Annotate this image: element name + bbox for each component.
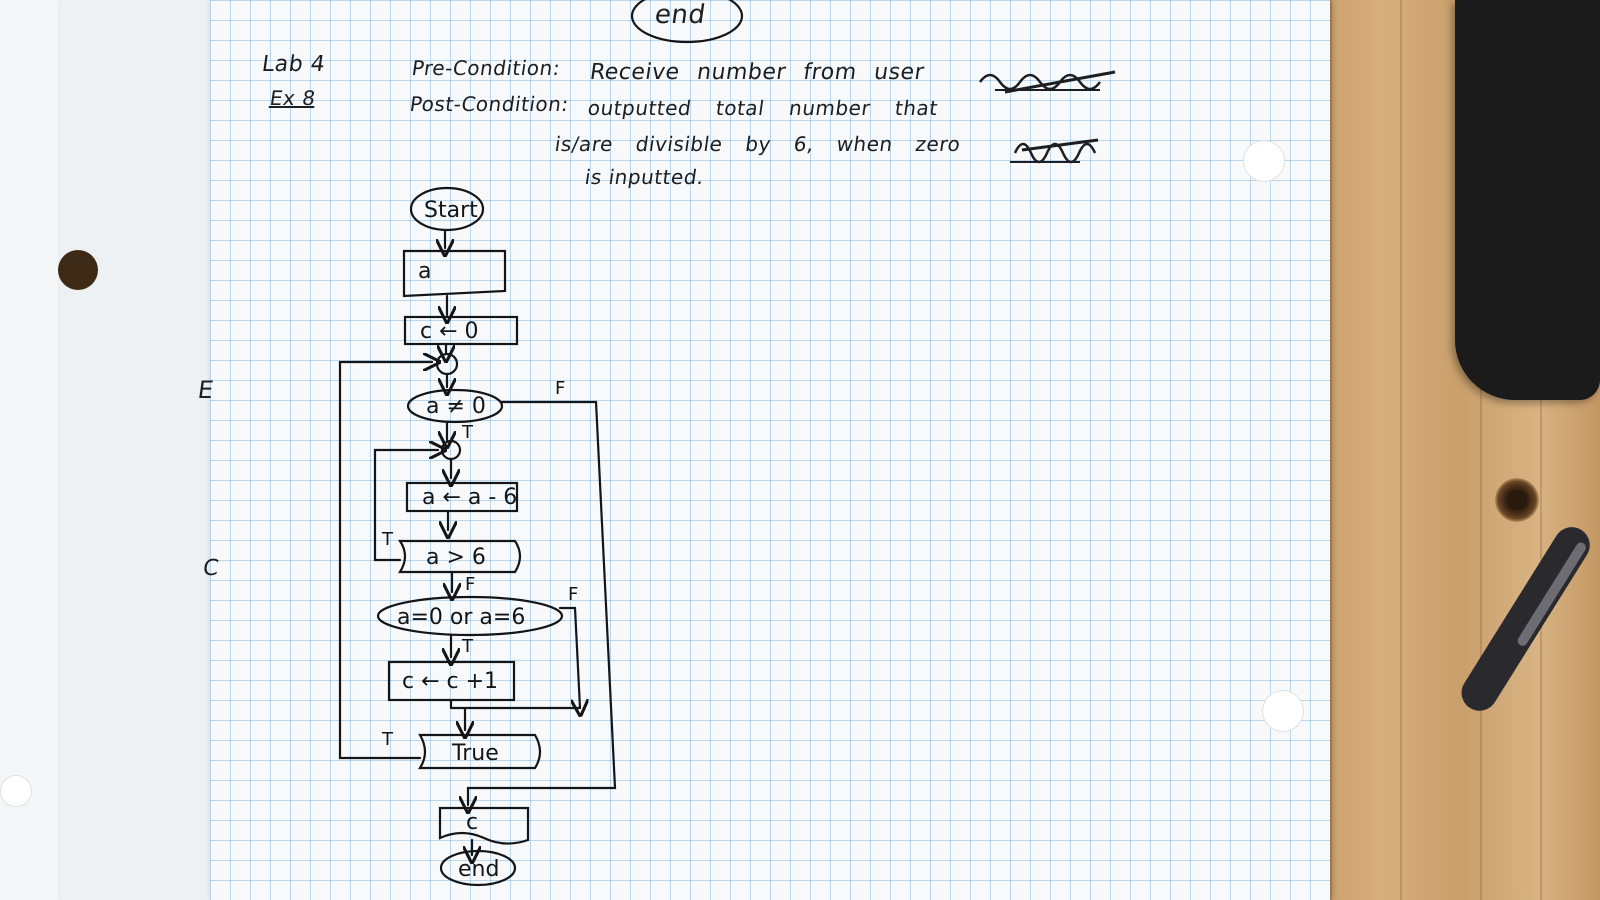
true-label-loop: T bbox=[381, 729, 394, 750]
scribble-right bbox=[1010, 138, 1099, 164]
input-label: a bbox=[418, 259, 431, 284]
junction-inner bbox=[440, 439, 462, 461]
true-label-cond2: T bbox=[381, 529, 394, 550]
binder-hole bbox=[1262, 690, 1304, 732]
condition3-label: a=0 or a=6 bbox=[397, 605, 525, 630]
junction-outer bbox=[435, 352, 459, 376]
condition-a-not-zero bbox=[406, 388, 504, 424]
false-label-cond1: F bbox=[555, 378, 565, 399]
top-end-terminal bbox=[630, 0, 744, 44]
binder-hole bbox=[0, 775, 32, 807]
condition-a-zero-or-six bbox=[376, 595, 564, 637]
update-box bbox=[405, 481, 519, 513]
input-box-a bbox=[402, 249, 507, 298]
end-label: end bbox=[458, 857, 499, 882]
condition-a-greater-6 bbox=[397, 539, 522, 574]
end-terminal bbox=[439, 849, 517, 887]
loop-label: True bbox=[451, 741, 499, 766]
increment-label: c ← c +1 bbox=[402, 669, 498, 694]
true-label-cond1: T bbox=[461, 422, 474, 443]
init-label: c ← 0 bbox=[420, 319, 479, 344]
black-fabric-case bbox=[1455, 0, 1600, 400]
wood-knot bbox=[1495, 478, 1539, 522]
false-label-cond2: F bbox=[465, 574, 475, 595]
binder-hole bbox=[1243, 140, 1285, 182]
true-label-cond3: T bbox=[461, 636, 474, 657]
condition2-label: a > 6 bbox=[426, 545, 486, 570]
false-label-cond3: F bbox=[568, 584, 578, 605]
update-label: a ← a - 6 bbox=[422, 485, 517, 510]
start-terminal bbox=[409, 186, 485, 232]
output-box-c bbox=[438, 806, 530, 845]
init-box bbox=[403, 315, 519, 346]
loop-true-box bbox=[418, 733, 542, 770]
start-label: Start bbox=[424, 198, 478, 223]
binder-hole bbox=[58, 250, 98, 290]
back-sheet-2 bbox=[60, 0, 210, 900]
scribble-top-right bbox=[978, 70, 1116, 94]
condition1-label: a ≠ 0 bbox=[426, 394, 486, 419]
output-label: c bbox=[466, 810, 478, 835]
